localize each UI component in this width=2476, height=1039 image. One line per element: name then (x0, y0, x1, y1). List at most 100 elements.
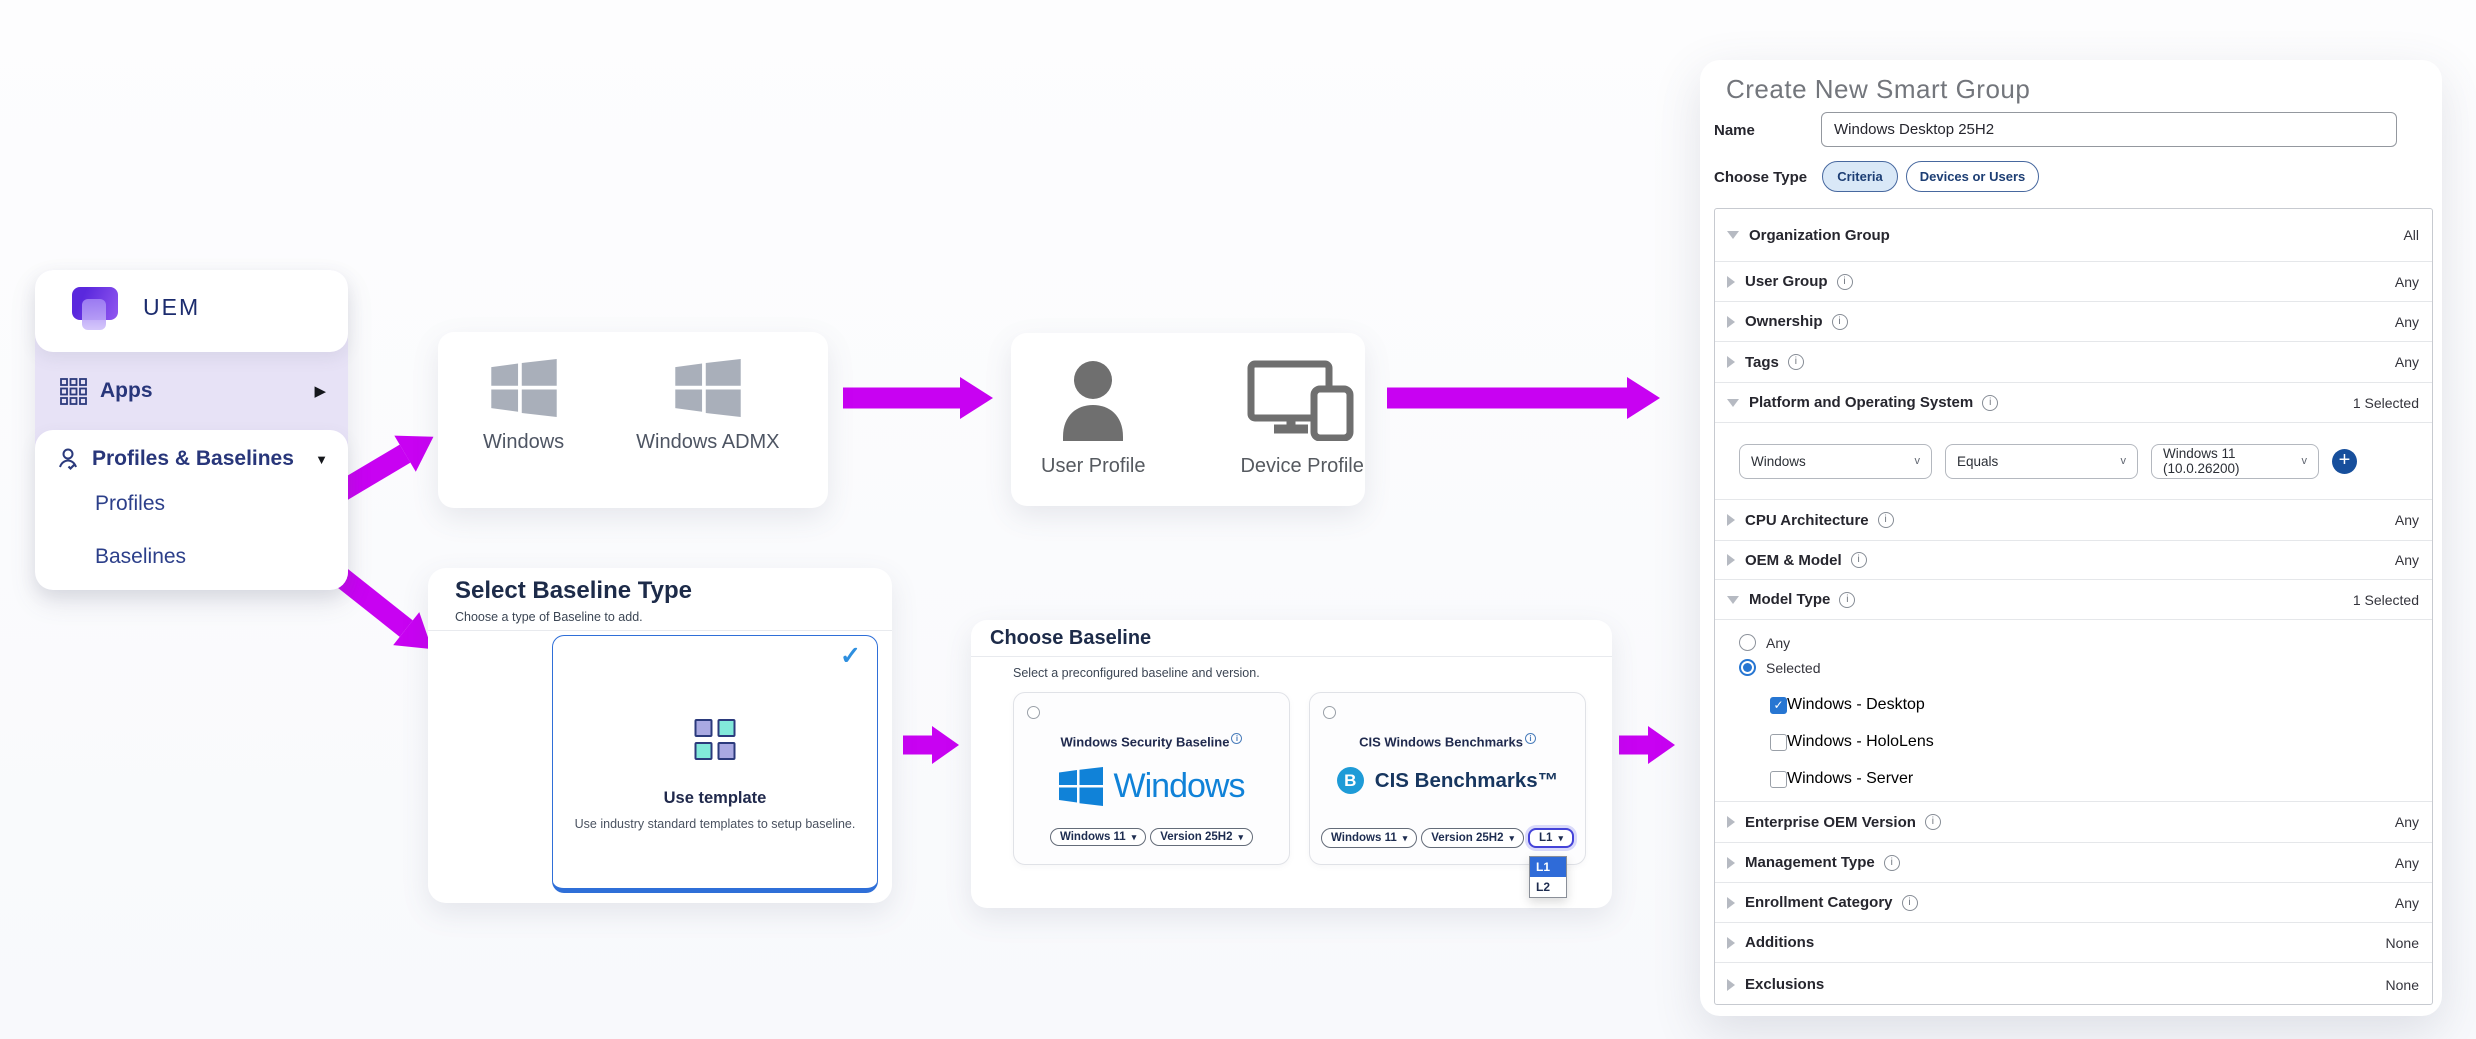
card-title: Choose Baseline (990, 627, 1152, 649)
info-icon: i (1850, 552, 1867, 568)
os-dropdown[interactable]: Windows 11▾ (1321, 828, 1418, 848)
type-option-devices-users[interactable]: Devices or Users (1906, 161, 2039, 192)
collapse-triangle-icon (1727, 231, 1739, 239)
criteria-row-enterprise-oem-version[interactable]: Enterprise OEM Version i Any (1715, 802, 2432, 843)
menu-item-l2[interactable]: L2 (1536, 880, 1551, 894)
choose-type-label: Choose Type (1714, 169, 1808, 186)
info-icon: i (1901, 894, 1918, 911)
row-value: Any (2394, 854, 2419, 871)
profile-option-user[interactable]: User Profile (1041, 359, 1145, 478)
row-label: OEM & Model (1745, 551, 1842, 569)
sidebar: UEM Apps ▶ (35, 270, 348, 590)
version-dropdown[interactable]: Version 25H2▾ (1150, 828, 1253, 846)
profile-label: User Profile (1041, 455, 1146, 477)
platform-option-windows[interactable]: Windows (483, 359, 564, 454)
radio-icon-selected[interactable] (1739, 659, 1756, 676)
row-value: Any (2394, 354, 2419, 370)
profile-type-card: User Profile Device Profile (1011, 333, 1365, 506)
info-icon: i (1877, 512, 1894, 528)
expand-triangle-icon (1727, 816, 1735, 828)
version-dropdown[interactable]: Version 25H2▾ (1421, 828, 1525, 848)
sidebar-item-apps[interactable]: Apps ▶ (35, 352, 348, 430)
criteria-row-management-type[interactable]: Management Type i Any (1715, 843, 2432, 883)
criteria-row-enrollment-category[interactable]: Enrollment Category i Any (1715, 883, 2432, 923)
windows-brand-logo: Windows (1014, 767, 1289, 806)
radio-option-selected[interactable]: Selected (1739, 655, 2432, 680)
criteria-row-cpu-architecture[interactable]: CPU Architecture i Any (1715, 500, 2432, 541)
row-value: Any (2394, 512, 2419, 528)
profile-platform-card: Windows Windows ADMX (438, 332, 828, 508)
expand-triangle-icon (1727, 856, 1735, 869)
sidebar-item-label: Apps (100, 379, 153, 402)
type-option-criteria[interactable]: Criteria (1822, 161, 1898, 192)
windows-logo-icon (490, 359, 557, 417)
app-logo-text: UEM (143, 294, 201, 320)
page-title: Create New Smart Group (1726, 74, 2031, 104)
caret-down-icon: ▾ (1558, 832, 1563, 843)
caret-down-icon: ▾ (1509, 832, 1515, 843)
os-version-select[interactable]: Windows 11 (10.0.26200)v (2151, 443, 2319, 479)
platform-option-windows-admx[interactable]: Windows ADMX (636, 359, 780, 454)
menu-item-l1[interactable]: L1 (1530, 857, 1567, 877)
criteria-row-exclusions[interactable]: Exclusions None (1715, 963, 2432, 1006)
criteria-row-oem-model[interactable]: OEM & Model i Any (1715, 541, 2432, 580)
expand-triangle-icon (1727, 514, 1735, 526)
checkbox-icon[interactable] (1770, 733, 1787, 751)
criteria-row-ownership[interactable]: Ownership i Any (1715, 302, 2432, 342)
checkbox-windows-hololens[interactable]: Windows - HoloLens (1770, 730, 2432, 754)
level-dropdown[interactable]: L1▾ L1 L2 (1528, 828, 1574, 898)
criteria-row-platform-os[interactable]: Platform and Operating System i 1 Select… (1715, 383, 2432, 423)
row-label: Management Type (1745, 854, 1875, 871)
card-subtitle: Choose a type of Baseline to add. (455, 610, 643, 624)
radio-label: Selected (1766, 659, 1821, 676)
checkbox-windows-desktop[interactable]: ✓ Windows - Desktop (1770, 693, 2432, 717)
criteria-row-additions[interactable]: Additions None (1715, 923, 2432, 963)
radio-cis-benchmarks[interactable] (1323, 706, 1336, 719)
profile-option-device[interactable]: Device Profile (1240, 359, 1364, 478)
criteria-row-tags[interactable]: Tags i Any (1715, 342, 2432, 383)
sidebar-item-profiles[interactable]: Profiles (95, 492, 166, 515)
windows-logo-icon (675, 359, 741, 417)
chevron-right-icon: ▶ (314, 383, 326, 400)
sidebar-item-profiles-baselines[interactable]: Profiles & Baselines ▼ (35, 430, 348, 472)
criteria-row-model-type[interactable]: Model Type i 1 Selected (1715, 580, 2432, 620)
sidebar-item-baselines[interactable]: Baselines (95, 545, 187, 568)
os-dropdown[interactable]: Windows 11▾ (1049, 828, 1147, 846)
row-value: Any (2394, 894, 2419, 911)
info-icon: i (1524, 733, 1536, 744)
row-value: Any (2394, 814, 2419, 830)
caret-down-icon: ▾ (1131, 831, 1137, 842)
template-title: Use template (663, 789, 767, 807)
radio-icon[interactable] (1739, 634, 1756, 651)
use-template-option[interactable]: ✓ Use template Use industry standard tem… (552, 635, 878, 893)
info-icon: i (1787, 354, 1804, 370)
select-caret-icon: v (2301, 455, 2308, 467)
expand-triangle-icon (1727, 356, 1735, 368)
info-icon: i (1839, 591, 1856, 608)
expand-triangle-icon (1727, 896, 1735, 909)
criteria-row-organization-group[interactable]: Organization Group All (1715, 209, 2432, 262)
checkbox-icon-checked[interactable]: ✓ (1770, 696, 1787, 714)
criteria-row-user-group[interactable]: User Group i Any (1715, 262, 2432, 302)
device-profile-icon (1246, 359, 1358, 441)
radio-option-any[interactable]: Any (1739, 630, 2432, 655)
checkbox-windows-server[interactable]: Windows - Server (1770, 767, 2432, 791)
row-label: CPU Architecture (1745, 511, 1869, 529)
name-input[interactable] (1821, 112, 2397, 147)
add-criteria-button[interactable]: + (2332, 448, 2357, 474)
info-icon: i (1231, 733, 1243, 744)
collapse-triangle-icon (1727, 398, 1739, 407)
row-value: Any (2394, 552, 2419, 568)
divider (428, 630, 892, 631)
checkbox-label: Windows - Desktop (1787, 696, 1925, 713)
info-icon: i (1883, 854, 1900, 871)
radio-windows-security[interactable] (1027, 706, 1040, 719)
template-description: Use industry standard templates to setup… (574, 817, 856, 831)
checkbox-icon[interactable] (1770, 770, 1787, 788)
